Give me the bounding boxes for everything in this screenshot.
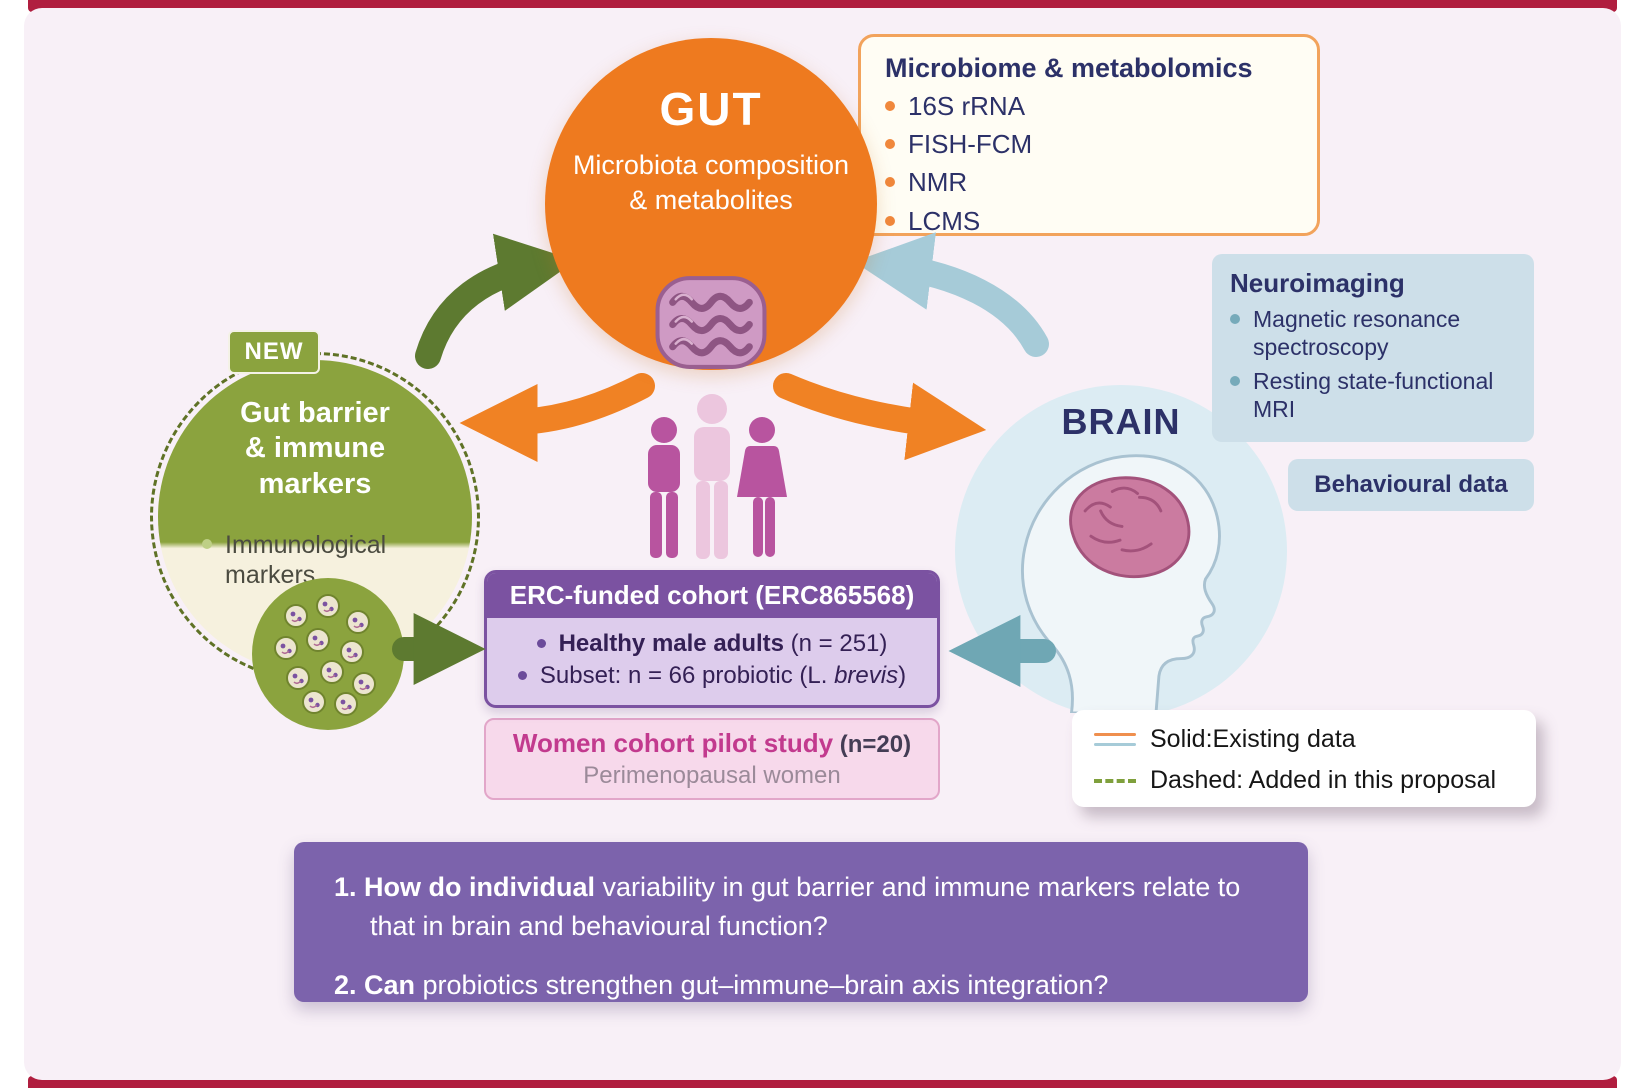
microbiome-item: NMR: [908, 167, 968, 198]
bullet-icon: [1230, 314, 1240, 324]
head-profile-icon: [1021, 454, 1221, 713]
bullet-icon: [885, 139, 895, 150]
behavioural-data-label: Behavioural data: [1314, 471, 1508, 498]
person-female-icon: [737, 417, 787, 557]
microbiome-item: LCMS: [908, 205, 981, 236]
bullet-icon: [202, 539, 212, 549]
bullet-icon: [885, 177, 895, 188]
erc-line2-italic: brevis: [834, 662, 899, 689]
behavioural-data-box: Behavioural data: [1288, 459, 1534, 511]
legend-box: Solid:Existing data Dashed: Added in thi…: [1072, 710, 1536, 807]
gut-subtitle: Microbiota composition & metabolites: [573, 148, 849, 218]
women-cohort-subtitle: Perimenopausal women: [583, 762, 841, 789]
list-item: NMR: [885, 167, 1293, 198]
erc-cohort-header: ERC-funded cohort (ERC865568): [487, 573, 937, 618]
erc-line1-bold: Healthy male adults: [558, 630, 784, 657]
women-cohort-box: Women cohort pilot study (n=20) Perimeno…: [484, 718, 940, 800]
gut-barrier-title-line3: markers: [258, 467, 372, 500]
bullet-icon: [517, 671, 527, 680]
question-1-bold: 1. How do individual: [334, 872, 596, 902]
list-item: Resting state-functional MRI: [1230, 368, 1516, 423]
neuroimaging-item: Resting state-functional MRI: [1253, 368, 1494, 422]
cohort-people-icon: [648, 394, 787, 559]
neuroimaging-item: Magnetic resonance spectroscopy: [1253, 306, 1461, 360]
microbiome-item: FISH-FCM: [908, 129, 1033, 160]
erc-line2-post: ): [898, 662, 907, 689]
question-2-bold: 2. Can: [334, 970, 416, 1001]
neuroimaging-box-title: Neuroimaging: [1230, 268, 1405, 298]
erc-cohort-body: Healthy male adults (n = 251) Subset: n …: [487, 618, 937, 698]
list-item: Magnetic resonance spectroscopy: [1230, 306, 1516, 361]
question-2: 2. Can probiotics strengthen gut–immune–…: [334, 966, 1268, 1005]
question-1: 1. How do individual variability in gut …: [334, 868, 1268, 946]
microbiome-metabolomics-box: Microbiome & metabolomics 16S rRNA FISH-…: [858, 34, 1320, 236]
gut-title: GUT: [659, 83, 763, 135]
erc-cohort-line1: Healthy male adults (n = 251): [536, 630, 888, 658]
list-item: LCMS: [885, 206, 1293, 237]
erc-cohort-box: ERC-funded cohort (ERC865568) Healthy ma…: [484, 570, 940, 708]
women-cohort-title: Women cohort pilot study (n=20): [513, 728, 911, 759]
bullet-icon: [885, 215, 895, 226]
erc-line1-rest: (n = 251): [784, 630, 888, 657]
women-title-n: (n=20): [833, 731, 912, 758]
gut-subtitle-line1: Microbiota composition: [572, 150, 850, 180]
erc-cohort-line2: Subset: n = 66 probiotic (L. brevis): [517, 662, 907, 690]
erc-line2-pre: Subset: n = 66 probiotic (L.: [539, 662, 835, 689]
gut-node: GUT Microbiota composition & metabolites: [545, 38, 877, 370]
neuroimaging-box: Neuroimaging Magnetic resonance spectros…: [1212, 254, 1534, 442]
list-item: 16S rRNA: [885, 91, 1293, 122]
solid-lines-icon: [1094, 733, 1136, 746]
gut-barrier-title-line1: Gut barrier: [240, 397, 390, 429]
gut-barrier-title: Gut barrier & immune markers: [150, 396, 480, 502]
gut-barrier-title-line2: & immune: [244, 432, 386, 465]
dashed-line-icon: [1094, 778, 1136, 783]
legend-solid-row: Solid:Existing data: [1094, 725, 1514, 754]
microbes-icon: [274, 594, 376, 716]
microbes-node: [252, 578, 404, 730]
person-male-icon: [648, 417, 680, 558]
question-1-rest: variability in gut barrier and immune ma…: [370, 872, 1241, 942]
bullet-icon: [536, 639, 546, 648]
question-2-rest: probiotics strengthen gut–immune–brain a…: [415, 970, 1109, 1001]
intestine-icon: [655, 276, 767, 369]
person-center-icon: [694, 394, 730, 559]
microbiome-item: 16S rRNA: [908, 91, 1026, 121]
gut-subtitle-line2: & metabolites: [629, 185, 793, 216]
legend-dashed-label: Dashed: Added in this proposal: [1150, 766, 1497, 794]
bullet-icon: [885, 101, 895, 111]
research-questions-box: 1. How do individual variability in gut …: [294, 842, 1308, 1002]
list-item: FISH-FCM: [885, 129, 1293, 160]
legend-dashed-row: Dashed: Added in this proposal: [1094, 766, 1514, 795]
bullet-icon: [1230, 376, 1240, 387]
brain-title: BRAIN: [1061, 401, 1181, 442]
new-badge: NEW: [228, 330, 320, 374]
legend-solid-label: Solid:Existing data: [1150, 725, 1356, 753]
microbiome-box-title: Microbiome & metabolomics: [885, 53, 1253, 83]
women-title-bold: Women cohort pilot study: [512, 728, 834, 758]
